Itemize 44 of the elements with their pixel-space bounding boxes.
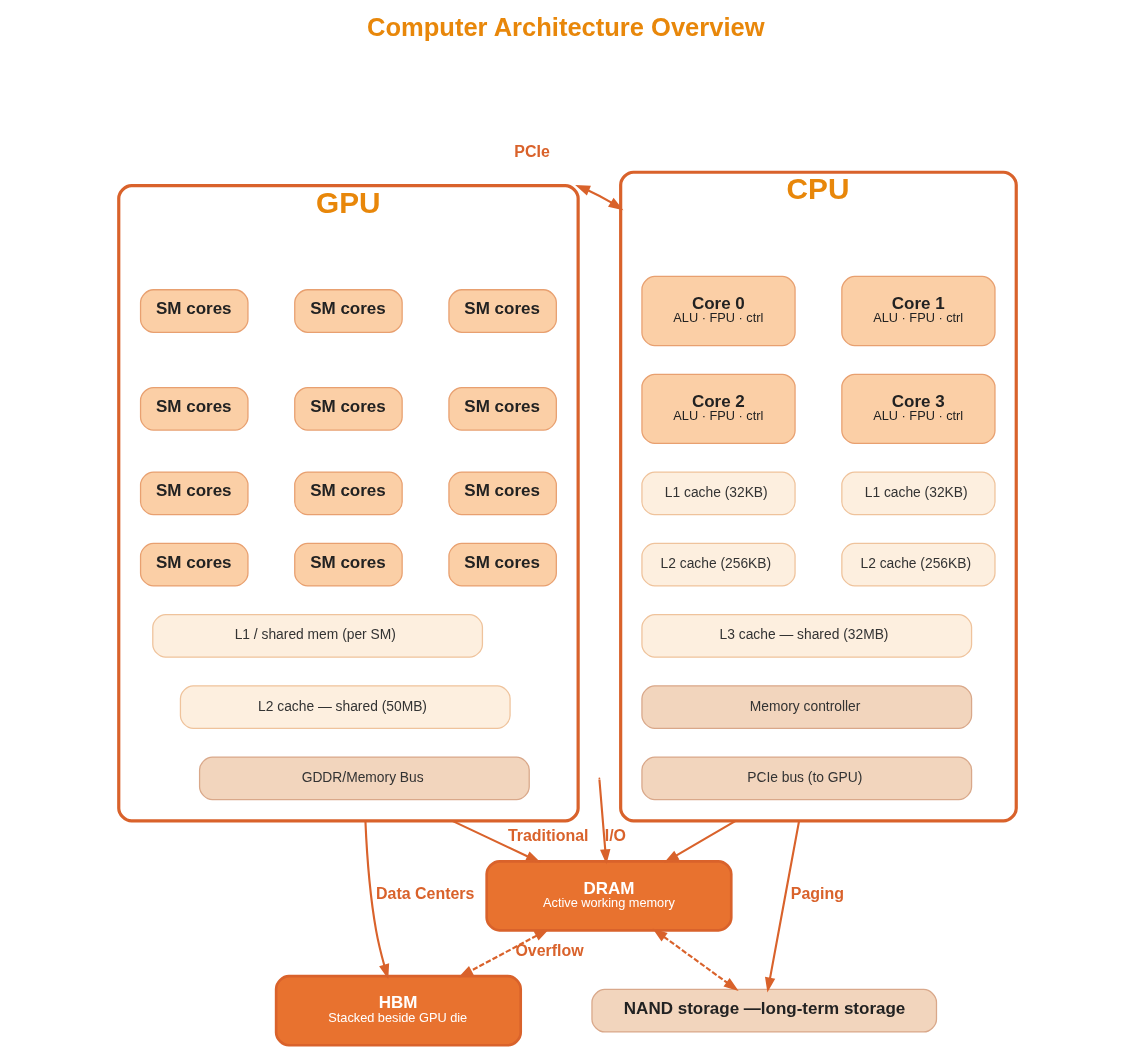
arrow (652, 928, 739, 992)
diagram-title: Computer Architecture Overview (366, 13, 765, 42)
node-box: L2 cache (256KB) (840, 542, 996, 587)
edge-label: Paging (790, 884, 844, 902)
arrow (451, 819, 541, 863)
node-box: L2 cache (256KB) (640, 542, 796, 587)
node-box: L3 cache — shared (32MB) (640, 613, 972, 658)
node-box: L1 cache (32KB) (840, 471, 996, 516)
node-box: SM cores (139, 386, 249, 431)
arrow (574, 184, 623, 211)
node-box: L1 / shared mem (per SM) (151, 613, 483, 658)
node-box: SM cores (447, 289, 557, 333)
node-box: NAND storage —long-term storage (590, 988, 937, 1033)
edge-label: I/O (604, 827, 626, 845)
edge-label: Traditional (507, 827, 589, 845)
node-box: HBM Stacked beside GPU die (274, 974, 522, 1047)
node-box: SM cores (139, 542, 249, 587)
node-box: L1 cache (32KB) (640, 471, 796, 516)
node-box: SM cores (293, 542, 403, 587)
node-box: PCIe bus (to GPU) (640, 756, 972, 801)
edge-label: Data Centers (375, 884, 474, 902)
arrow (764, 820, 800, 993)
node-box: SM cores (447, 471, 557, 516)
node-box: DRAM Active working memory (484, 859, 733, 932)
node-box: SM cores (139, 289, 249, 333)
edge-label: PCIe (513, 143, 550, 161)
node-box: SM cores (447, 386, 557, 431)
node-box: SM cores (139, 471, 249, 516)
node-box: SM cores (293, 386, 403, 431)
edge-label: Overflow (514, 941, 584, 959)
node-box: SM cores (447, 542, 557, 587)
node-box: L2 cache — shared (50MB) (179, 685, 511, 729)
arrow (597, 779, 610, 865)
node-box: Memory controller (640, 685, 972, 729)
node-box: Core 2 ALU · FPU · ctrl (640, 373, 796, 445)
arrow (663, 819, 736, 863)
arrow (457, 928, 549, 978)
node-box: Core 0 ALU · FPU · ctrl (640, 275, 796, 347)
node-box: Core 1 ALU · FPU · ctrl (840, 275, 996, 347)
node-box: GDDR/Memory Bus (198, 756, 530, 801)
node-box: SM cores (293, 289, 403, 333)
node-box: SM cores (293, 471, 403, 516)
arrow (363, 820, 389, 980)
node-box: Core 3 ALU · FPU · ctrl (840, 373, 996, 445)
